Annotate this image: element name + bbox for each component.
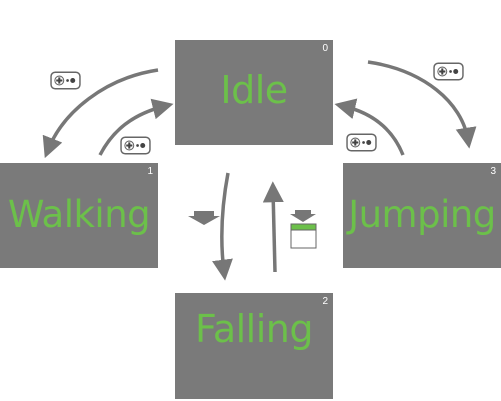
gamepad-icon	[50, 71, 81, 90]
arrow-walking-to-idle	[98, 98, 174, 156]
down-arrow-icon	[188, 211, 220, 225]
state-falling: 2 Falling	[175, 293, 333, 399]
gamepad-icon	[346, 133, 377, 152]
state-label-falling: Falling	[194, 307, 314, 351]
arrow-idle-to-falling	[212, 172, 233, 281]
arrow-idle-to-jumping	[367, 60, 477, 149]
arrow-falling-to-idle	[262, 181, 284, 273]
state-idle: 0 Idle	[175, 40, 333, 145]
state-index-jumping: 3	[490, 166, 496, 177]
state-jumping: 3 Jumping	[343, 163, 501, 268]
state-walking: 1 Walking	[0, 163, 158, 268]
state-index-walking: 1	[147, 166, 153, 177]
gamepad-icon	[120, 136, 151, 155]
arrow-idle-to-walking	[42, 68, 159, 159]
down-arrow-icon	[290, 210, 316, 222]
state-index-idle: 0	[322, 43, 328, 54]
state-label-idle: Idle	[220, 68, 288, 112]
gamepad-icon	[433, 62, 464, 81]
arrow-jumping-to-idle	[334, 98, 405, 156]
ground-tile-icon	[290, 223, 317, 249]
state-label-walking: Walking	[7, 193, 151, 236]
state-label-jumping: Jumping	[348, 193, 496, 236]
state-index-falling: 2	[322, 296, 328, 307]
